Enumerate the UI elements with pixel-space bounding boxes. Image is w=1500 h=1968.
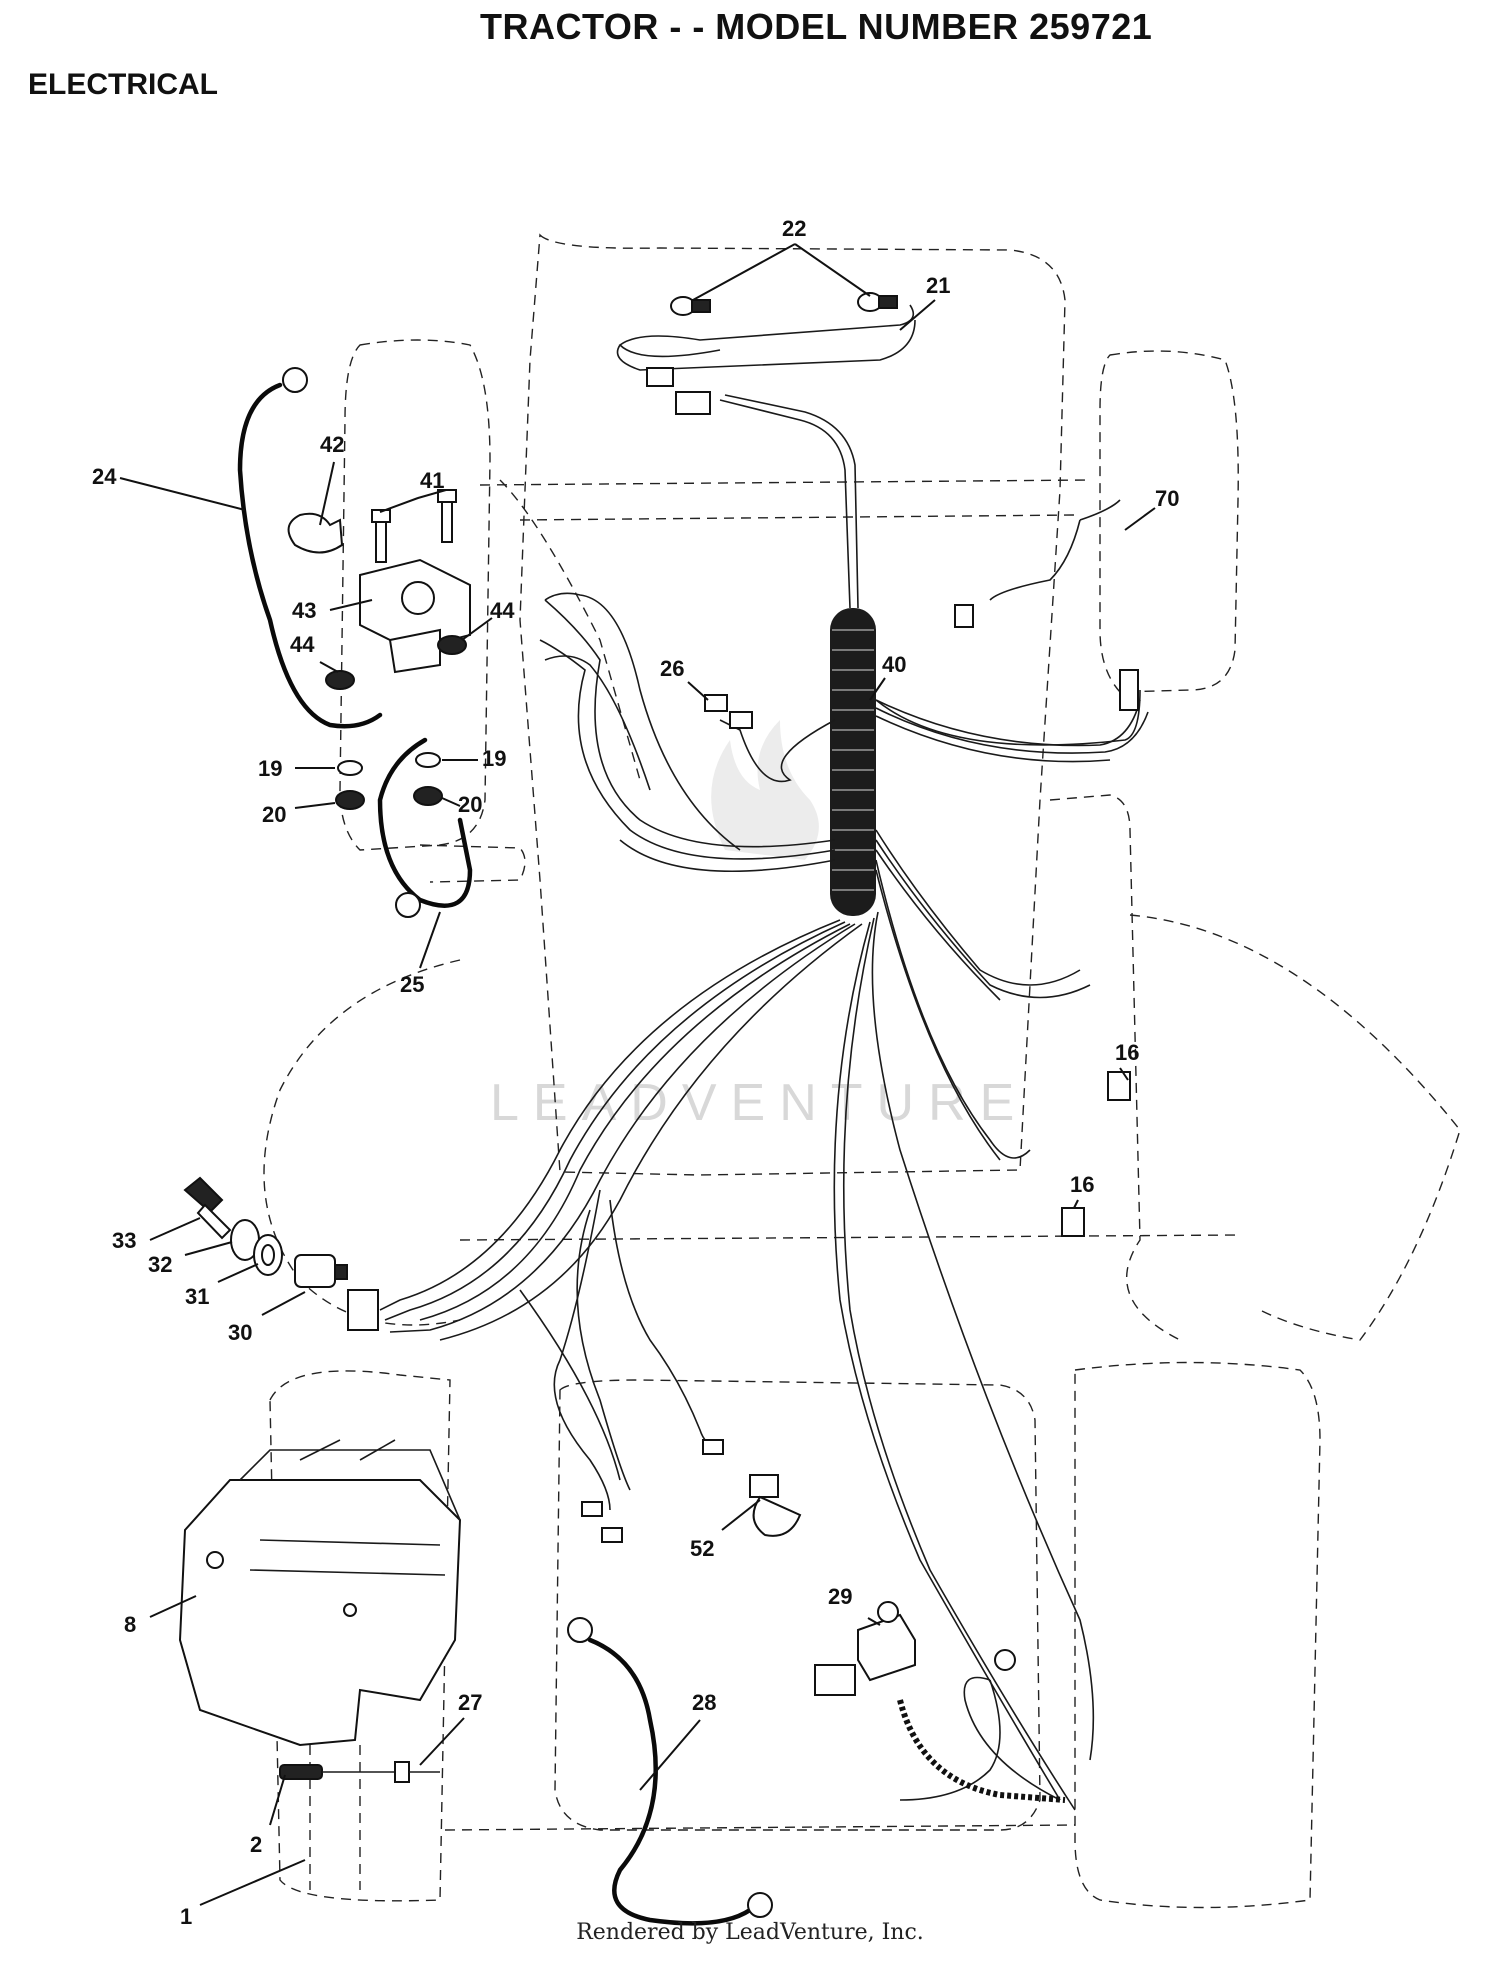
- engine-block: [178, 1439, 462, 1890]
- callout-2: 2: [250, 1832, 262, 1857]
- watermark: LEADVENTURE: [490, 720, 1028, 1132]
- frame-crossbar: [459, 1234, 1241, 1241]
- steering-shaft: [499, 479, 641, 781]
- left-front-wheel: [339, 339, 491, 851]
- section-title: ELECTRICAL: [28, 68, 218, 101]
- callout-32: 32: [148, 1252, 172, 1277]
- left-rear-wheel: [263, 959, 461, 1326]
- callout-24: 24: [92, 464, 117, 489]
- callout-33: 33: [112, 1228, 136, 1253]
- cable-28: [587, 1637, 753, 1926]
- cable-24: [237, 382, 383, 729]
- callout-19-left: 19: [258, 756, 282, 781]
- hood-top-line: [479, 479, 1091, 486]
- harness-wires: [379, 304, 1149, 1811]
- callout-44-left: 44: [290, 632, 315, 657]
- footer-credit: Rendered by LeadVenture, Inc.: [576, 1920, 924, 1945]
- callout-25: 25: [400, 972, 424, 997]
- right-front-wheel: [1099, 350, 1239, 693]
- starter-assembly: [279, 1761, 440, 1783]
- callout-16-lower: 16: [1070, 1172, 1094, 1197]
- hood-mid-line: [519, 514, 1076, 521]
- callout-8: 8: [124, 1612, 136, 1637]
- battery-cables: [237, 382, 753, 1926]
- right-rear-fender: [1129, 914, 1461, 1341]
- callout-21: 21: [926, 273, 950, 298]
- callout-20-right: 20: [458, 792, 482, 817]
- callout-42: 42: [320, 432, 344, 457]
- main-harness-loom: [830, 608, 876, 916]
- page-title: TRACTOR - - MODEL NUMBER 259721: [480, 6, 1153, 47]
- callout-labels: 22 21 42 41 24 70 43 44 44 40 26 19 19 2…: [92, 216, 1179, 1929]
- right-frame-rail: [1049, 794, 1181, 1341]
- cable-25: [377, 737, 473, 908]
- rear-axle-line: [444, 1824, 1076, 1831]
- left-front-bracket: [419, 844, 526, 883]
- tractor-outline: [263, 233, 1461, 1909]
- callout-29: 29: [828, 1584, 852, 1609]
- callout-22: 22: [782, 216, 806, 241]
- callout-16-upper: 16: [1115, 1040, 1139, 1065]
- callout-26: 26: [660, 656, 684, 681]
- watermark-flame-icon: [711, 720, 819, 860]
- callout-40: 40: [882, 652, 906, 677]
- rear-frame-right: [1074, 1361, 1321, 1909]
- callout-20-left: 20: [262, 802, 286, 827]
- leader-lines: [119, 243, 1156, 1906]
- watermark-text: LEADVENTURE: [490, 1074, 1028, 1132]
- callout-27: 27: [458, 1690, 482, 1715]
- callout-28: 28: [692, 1690, 716, 1715]
- components: [183, 292, 1139, 1918]
- callout-70: 70: [1155, 486, 1179, 511]
- callout-41: 41: [420, 468, 444, 493]
- callout-19-right: 19: [482, 746, 506, 771]
- callout-30: 30: [228, 1320, 252, 1345]
- callout-31: 31: [185, 1284, 209, 1309]
- callout-44-right: 44: [490, 598, 515, 623]
- hood-outline: [519, 233, 1066, 1176]
- callout-52: 52: [690, 1536, 714, 1561]
- seat-outline: [554, 1379, 1041, 1831]
- callout-1: 1: [180, 1904, 192, 1929]
- callout-43: 43: [292, 598, 316, 623]
